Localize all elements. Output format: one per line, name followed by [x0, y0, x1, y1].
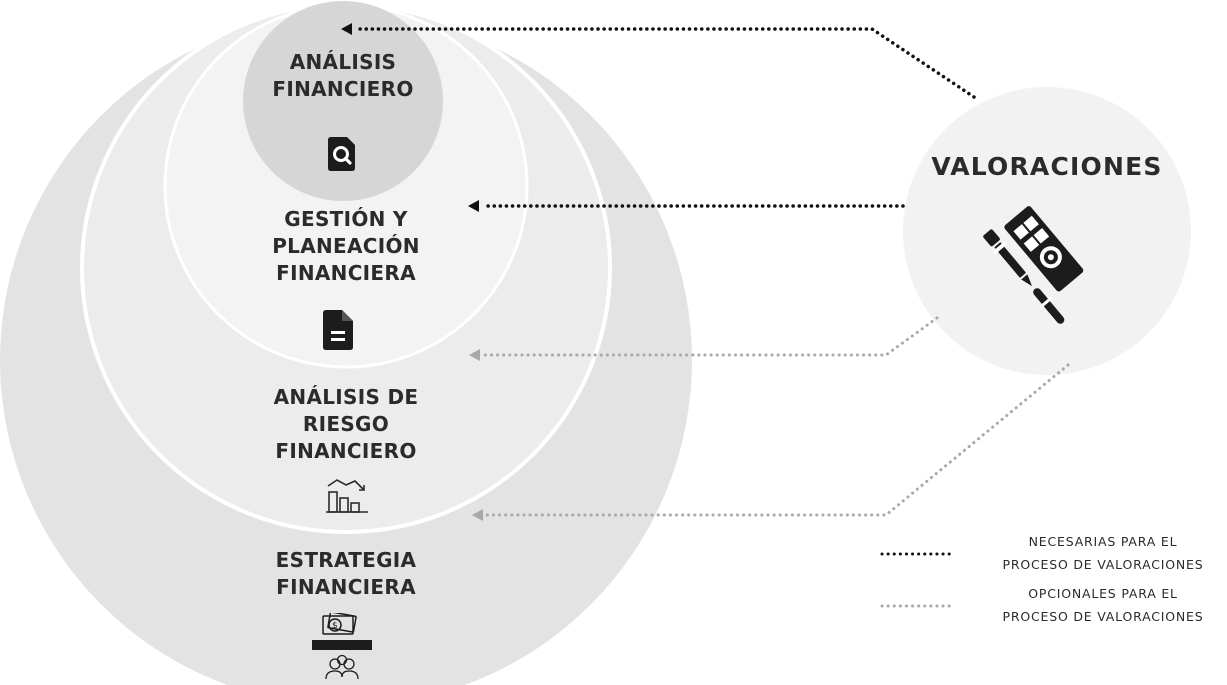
layer-label-analisis: ANÁLISIS FINANCIERO: [243, 49, 443, 103]
document-search-icon: [328, 137, 355, 171]
money-hand-people-icon: $: [312, 613, 372, 680]
layer-label-riesgo: ANÁLISIS DE RIESGO FINANCIERO: [216, 384, 476, 465]
svg-text:$: $: [332, 621, 338, 631]
optional-connector-estrategia: [484, 363, 1070, 517]
valuations-title: VALORACIONES: [931, 152, 1163, 181]
layer-circle-analisis: [243, 1, 443, 201]
required-arrow-gestion: [468, 200, 479, 212]
layer-label-riesgo-text: ANÁLISIS DE RIESGO FINANCIERO: [273, 385, 419, 463]
optional-arrow-riesgo: [469, 349, 480, 361]
optional-arrow-estrategia: [472, 509, 483, 521]
layer-label-analisis-text: ANÁLISIS FINANCIERO: [272, 50, 414, 101]
document-icon: [323, 310, 353, 350]
valuation-tools-icon: [983, 206, 1084, 324]
legend-required-text-content: NECESARIAS PARA EL PROCESO DE VALORACION…: [1002, 534, 1204, 572]
layer-label-estrategia: ESTRATEGIA FINANCIERA: [216, 547, 476, 601]
required-arrow-analisis: [341, 23, 352, 35]
declining-bar-chart-icon: [326, 479, 368, 513]
required-connector-analisis: [353, 27, 976, 99]
legend-optional-text: OPCIONALES PARA EL PROCESO DE VALORACION…: [972, 582, 1227, 628]
legend-optional-text-content: OPCIONALES PARA EL PROCESO DE VALORACION…: [1002, 586, 1204, 624]
layer-label-gestion-text: GESTIÓN Y PLANEACIÓN FINANCIERA: [272, 207, 420, 285]
layer-label-estrategia-text: ESTRATEGIA FINANCIERA: [275, 548, 417, 599]
layer-label-gestion: GESTIÓN Y PLANEACIÓN FINANCIERA: [216, 206, 476, 287]
legend-required-text: NECESARIAS PARA EL PROCESO DE VALORACION…: [972, 530, 1227, 576]
